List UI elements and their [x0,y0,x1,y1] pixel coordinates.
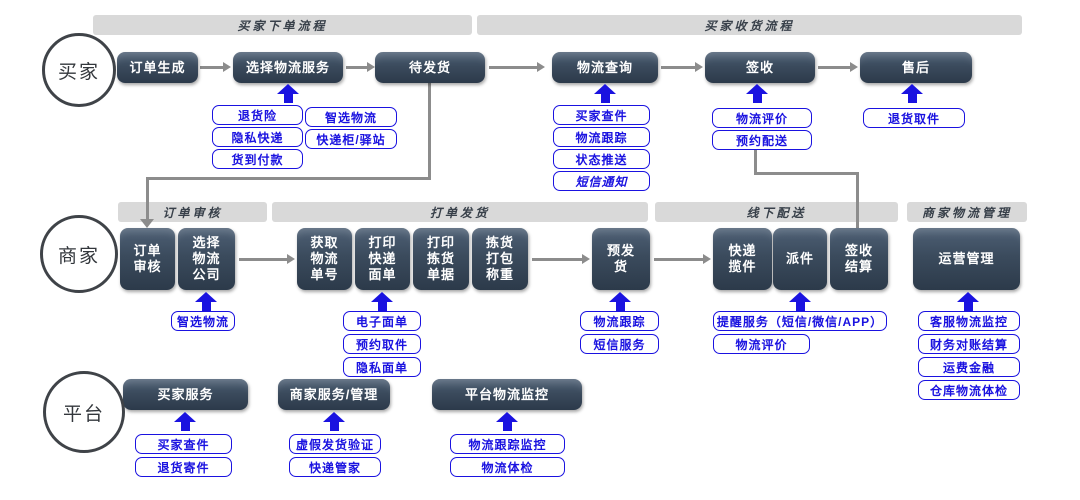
service-tag: 物流跟踪 [553,127,650,147]
right-arrow-icon [239,254,295,264]
lane-circle-merchant: 商家 [40,215,118,293]
up-arrow-icon [323,412,345,431]
platform-step-merchant-service: 商家服务/管理 [278,379,390,410]
down-arrow-icon [140,219,154,228]
connector-await-to-review-v1 [428,82,431,178]
service-tag: 隐私快递 [212,127,303,147]
up-arrow-icon [789,292,811,311]
service-tag: 电子面单 [343,311,421,331]
service-tag: 买家查件 [553,105,650,125]
merchant-step-sign-settlement: 签收 结算 [830,228,888,290]
merchant-step-courier-pickup: 快递 揽件 [713,228,772,290]
up-arrow-icon [195,292,217,311]
service-tag: 客服物流监控 [918,311,1020,331]
service-tag: 状态推送 [553,149,650,169]
service-tag: 虚假发货验证 [289,434,381,454]
service-tag: 智选物流 [305,107,397,127]
service-tag: 快递柜/驿站 [305,129,397,149]
service-tag: 买家查件 [135,434,232,454]
service-tag: 财务对账结算 [918,334,1020,354]
service-tag: 短信服务 [580,334,659,354]
merchant-step-print-picking-list: 打印 拣货 单据 [413,228,469,290]
merchant-step-operations-mgmt: 运营管理 [913,228,1020,290]
right-arrow-icon [654,254,711,264]
right-arrow-icon [200,62,231,72]
merchant-step-dispatch: 派件 [773,228,827,290]
section-header-offline-delivery: 线下配送 [655,202,898,222]
connector-sign-to-settle-v2 [856,172,859,228]
right-arrow-icon [661,62,703,72]
service-tag: 运费金融 [918,357,1020,377]
up-arrow-icon [496,412,518,431]
connector-sign-to-settle-h [754,172,859,175]
service-tag: 隐私面单 [343,357,421,377]
service-tag: 快递管家 [289,457,381,477]
merchant-step-get-tracking-number: 获取 物流 单号 [297,228,352,290]
up-arrow-icon [746,84,768,103]
service-tag: 物流体检 [450,457,565,477]
section-header-print-ship: 打单发货 [272,202,648,222]
merchant-step-order-review: 订单 审核 [120,228,175,290]
platform-step-buyer-service: 买家服务 [123,379,248,410]
buyer-step-after-sale: 售后 [860,52,972,83]
platform-step-logistics-monitor: 平台物流监控 [432,379,582,410]
right-arrow-icon [346,62,375,72]
right-arrow-icon [532,254,590,264]
service-tag: 预约配送 [712,130,812,150]
service-tag: 退货寄件 [135,457,232,477]
connector-await-to-review-h [146,177,431,180]
merchant-step-pick-pack-weigh: 拣货 打包 称重 [472,228,528,290]
service-tag: 物流跟踪监控 [450,434,565,454]
up-arrow-icon [371,292,393,311]
service-tag: 预约取件 [343,334,421,354]
right-arrow-icon [818,62,858,72]
service-tag: 短信通知 [553,171,650,191]
connector-sign-to-settle-v1 [754,146,757,175]
service-tag: 智选物流 [171,311,235,331]
service-tag: 退货取件 [863,108,965,128]
service-tag: 退货险 [212,105,303,125]
buyer-step-logistics-query: 物流查询 [552,52,658,83]
service-tag: 物流评价 [712,108,812,128]
merchant-step-pre-ship: 预发 货 [592,228,650,290]
buyer-step-sign-receipt: 签收 [705,52,815,83]
section-header-merchant-mgmt: 商家物流管理 [907,202,1027,222]
connector-await-to-review-v2 [146,177,149,219]
lane-circle-platform: 平台 [43,371,125,453]
section-header-buyer-order: 买家下单流程 [93,15,472,35]
up-arrow-icon [609,292,631,311]
section-header-order-review: 订单审核 [118,202,267,222]
up-arrow-icon [174,412,196,431]
buyer-step-awaiting-shipment: 待发货 [375,52,485,83]
up-arrow-icon [901,84,923,103]
up-arrow-icon [594,84,616,103]
lane-circle-buyer: 买家 [42,33,116,107]
service-tag: 物流评价 [713,334,810,354]
service-tag: 货到付款 [212,149,303,169]
merchant-step-print-waybill: 打印 快递 面单 [355,228,410,290]
merchant-step-choose-company: 选择 物流 公司 [178,228,235,290]
right-arrow-icon [489,62,545,72]
service-tag: 仓库物流体检 [918,380,1020,400]
buyer-step-choose-logistics: 选择物流服务 [233,52,343,83]
up-arrow-icon [277,84,299,103]
up-arrow-icon [957,292,979,311]
section-header-buyer-receive: 买家收货流程 [477,15,1022,35]
service-tag: 物流跟踪 [580,311,659,331]
service-tag: 提醒服务（短信/微信/APP） [713,311,887,331]
buyer-step-order-generated: 订单生成 [117,52,198,83]
